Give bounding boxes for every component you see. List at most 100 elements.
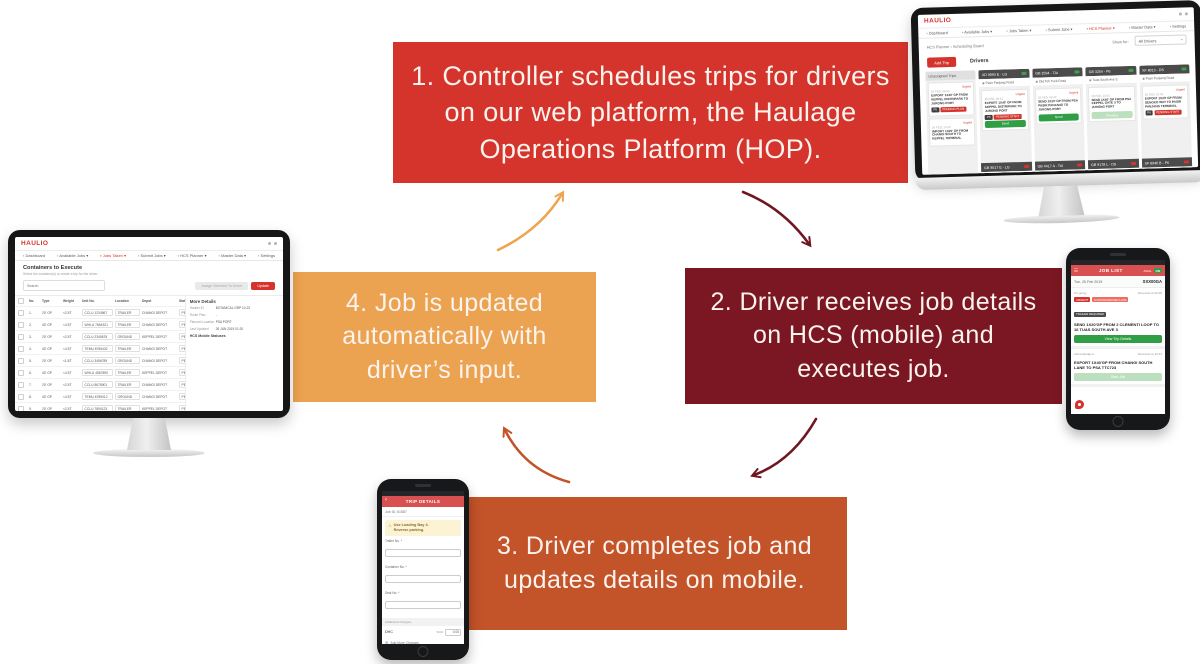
add-trip-button[interactable]: Add Trip [927,56,957,68]
job-card[interactable]: On-going Received at 09:28 URGENT ACKNOW… [1071,288,1165,349]
nav-item[interactable]: Dashboard [23,253,46,258]
row-checkbox[interactable] [18,345,24,352]
send-job-button[interactable]: Send [985,119,1026,128]
cell-location[interactable]: TRAILER [115,345,140,352]
cell-location[interactable]: TRAILER [115,369,140,376]
nav-item[interactable]: Master Data ▾ [1129,24,1155,30]
table-row[interactable]: 7. 20' GP <2.5T CCLU 5678901 TRAILER CHA… [15,379,185,391]
nav-item[interactable]: Submit Jobs ▾ [138,253,166,258]
availability-toggle[interactable]: ON [1153,268,1162,273]
nav-item[interactable]: Master Data ▾ [219,253,246,258]
cell-status-select[interactable]: PENDING SCHEDULE (A) [179,309,185,316]
update-button[interactable]: Update [251,281,275,290]
nav-item[interactable]: Available Jobs ▾ [57,253,88,258]
home-button[interactable] [1112,416,1124,427]
availability-control[interactable]: AVAIL ON [1143,268,1162,273]
job-action-button[interactable]: Start Job [1074,372,1162,381]
select-all-checkbox[interactable] [18,298,24,304]
job-action-button[interactable]: View Trip Details [1074,334,1162,343]
cell-location[interactable]: TRAILER [115,309,140,316]
cell-unit[interactable]: CCLU 1234567 [82,309,113,316]
send-job-button[interactable]: Send [1038,113,1080,122]
home-button[interactable] [417,646,429,657]
row-checkbox[interactable] [18,369,24,376]
row-checkbox[interactable] [18,309,24,316]
driver-filter-select[interactable]: All Drivers ▾ [1134,34,1187,46]
charge-amount-input[interactable] [445,628,461,636]
cell-unit[interactable]: WHLU 4567890 [82,369,113,376]
cell-status-select[interactable]: PENDING SCHEDULE (B) [179,333,185,340]
cell-location[interactable]: GROUND [115,357,140,364]
nav-item[interactable]: HCS Planner ▾ [178,253,206,258]
nav-item[interactable]: Settings [258,253,275,258]
table-row[interactable]: 3. 20' GP <2.5T CCLU 2345678 GROUND KEPP… [15,331,185,343]
kanban-card[interactable]: Urgent 26 FEB, 09:15 EXPORT 1X40' GP FRO… [981,88,1029,131]
nav-item[interactable]: Settings [1170,23,1186,28]
send-job-button[interactable]: Pending [1091,111,1133,120]
cell-status-select[interactable]: PENDING SCHEDULE (A) [179,321,185,328]
kanban-card[interactable]: Urgent 26 FEB, 09:00 EXPORT 1X40' GP FRO… [927,81,976,117]
back-icon[interactable]: ‹ [385,497,388,503]
driver-column: XF 8013 - DS Pasir Panjang Road Urgent 2… [1138,64,1193,172]
nav-item[interactable]: HCS Planner ▾ [1086,25,1115,31]
row-checkbox[interactable] [18,405,24,411]
menu-icon[interactable]: ☰ [1074,267,1079,273]
field-input[interactable] [385,574,461,583]
row-checkbox[interactable] [18,321,24,328]
cell-status-select[interactable]: PENDING SCHEDULE (B) [179,357,185,364]
table-row[interactable]: 8. 40' GP <4.5T TEMU 6789012 GROUND CHAN… [15,391,185,403]
cell-location[interactable]: GROUND [115,333,140,340]
kanban-card[interactable]: Urgent 26 FEB, 09:40 SEND 1X20' GP FROM … [1034,87,1083,125]
cell-location[interactable]: GROUND [115,393,140,400]
logout-icon[interactable] [274,242,277,245]
job-card[interactable]: Acknowledged Received at 10:31 EXPORT 1X… [1071,349,1165,387]
field-input[interactable] [385,600,461,609]
table-rows: 1. 20' GP <2.5T CCLU 1234567 TRAILER CHA… [15,307,185,411]
kanban-card[interactable]: 26 FEB, 10:05 SEND 1X40' GP FROM PSA KEP… [1088,85,1136,123]
hop-board-monitor: HAULIO DashboardAvailable Jobs ▾Jobs Tak… [910,0,1200,227]
row-checkbox[interactable] [18,357,24,364]
table-row[interactable]: 9. 20' GP <2.5T CCLU 7890123 TRAILER KEP… [15,403,185,411]
table-row[interactable]: 4. 40' GP <4.5T TEMU 8765432 TRAILER CHA… [15,343,185,355]
cell-unit[interactable]: TEMU 8765432 [82,345,113,352]
nav-item[interactable]: Jobs Taken ▾ [100,253,126,258]
add-more-charges-link[interactable]: ⊕ Add More Changes [382,638,464,644]
card-text: SEND 1X20' GP FROM PSA PASIR PANJANG TO … [1038,98,1078,112]
cell-status-select[interactable]: PENDING SCHEDULE (A) [179,381,185,388]
user-icon[interactable] [1178,12,1182,16]
nav-item[interactable]: Available Jobs ▾ [962,29,992,35]
table-row[interactable]: 5. 20' GP <1.8T CCLU 3456789 GROUND CHAN… [15,355,185,367]
cell-status-select[interactable]: PENDING SCHEDULE (A) [179,405,185,411]
card-badges: P6 PENDING PLAN [931,106,972,113]
cell-status-select[interactable]: PENDING SCHEDULE (A) [179,345,185,352]
table-row[interactable]: 6. 40' GP <4.5T WHLU 4567890 TRAILER KEP… [15,367,185,379]
row-checkbox[interactable] [18,393,24,400]
cell-status-select[interactable]: PENDING SCHEDULE (A) [179,369,185,376]
nav-item[interactable]: Submit Jobs ▾ [1045,27,1073,33]
kanban-card[interactable]: Urgent 26 FEB, 10:30 IMPORT 1X20' GP FRO… [928,116,976,147]
cell-unit[interactable]: CCLU 7890123 [82,405,113,411]
cell-location[interactable]: TRAILER [115,405,140,411]
row-checkbox[interactable] [18,381,24,388]
search-input[interactable] [23,280,105,291]
kanban-card[interactable]: Urgent 26 FEB, 10:45 EXPORT 1X20' GP FRO… [1141,84,1189,120]
cell-location[interactable]: TRAILER [115,321,140,328]
cell-unit[interactable]: CCLU 3456789 [82,357,113,364]
user-icon[interactable] [268,242,271,245]
nav-item[interactable]: Jobs Taken ▾ [1006,28,1032,34]
card-text: IMPORT 1X20' GP FROM CHANGI SOUTH TO KEP… [931,128,969,141]
chat-bubble-icon[interactable] [1075,400,1084,409]
nav-item[interactable]: Dashboard [926,30,948,36]
cell-status-select[interactable]: PENDING SCHEDULE (B) [179,393,185,400]
cell-unit[interactable]: TEMU 6789012 [82,393,113,400]
cell-unit[interactable]: CCLU 5678901 [82,381,113,388]
cell-location[interactable]: TRAILER [115,381,140,388]
table-row[interactable]: 2. 40' GP <4.5T WHLU 7654321 TRAILER CHA… [15,319,185,331]
cell-unit[interactable]: WHLU 7654321 [82,321,113,328]
field-input[interactable] [385,548,461,557]
assign-driver-button[interactable]: Assign Selected To Driver [195,281,249,290]
logout-icon[interactable] [1184,12,1188,16]
row-checkbox[interactable] [18,333,24,340]
table-row[interactable]: 1. 20' GP <2.5T CCLU 1234567 TRAILER CHA… [15,307,185,319]
cell-unit[interactable]: CCLU 2345678 [82,333,113,340]
